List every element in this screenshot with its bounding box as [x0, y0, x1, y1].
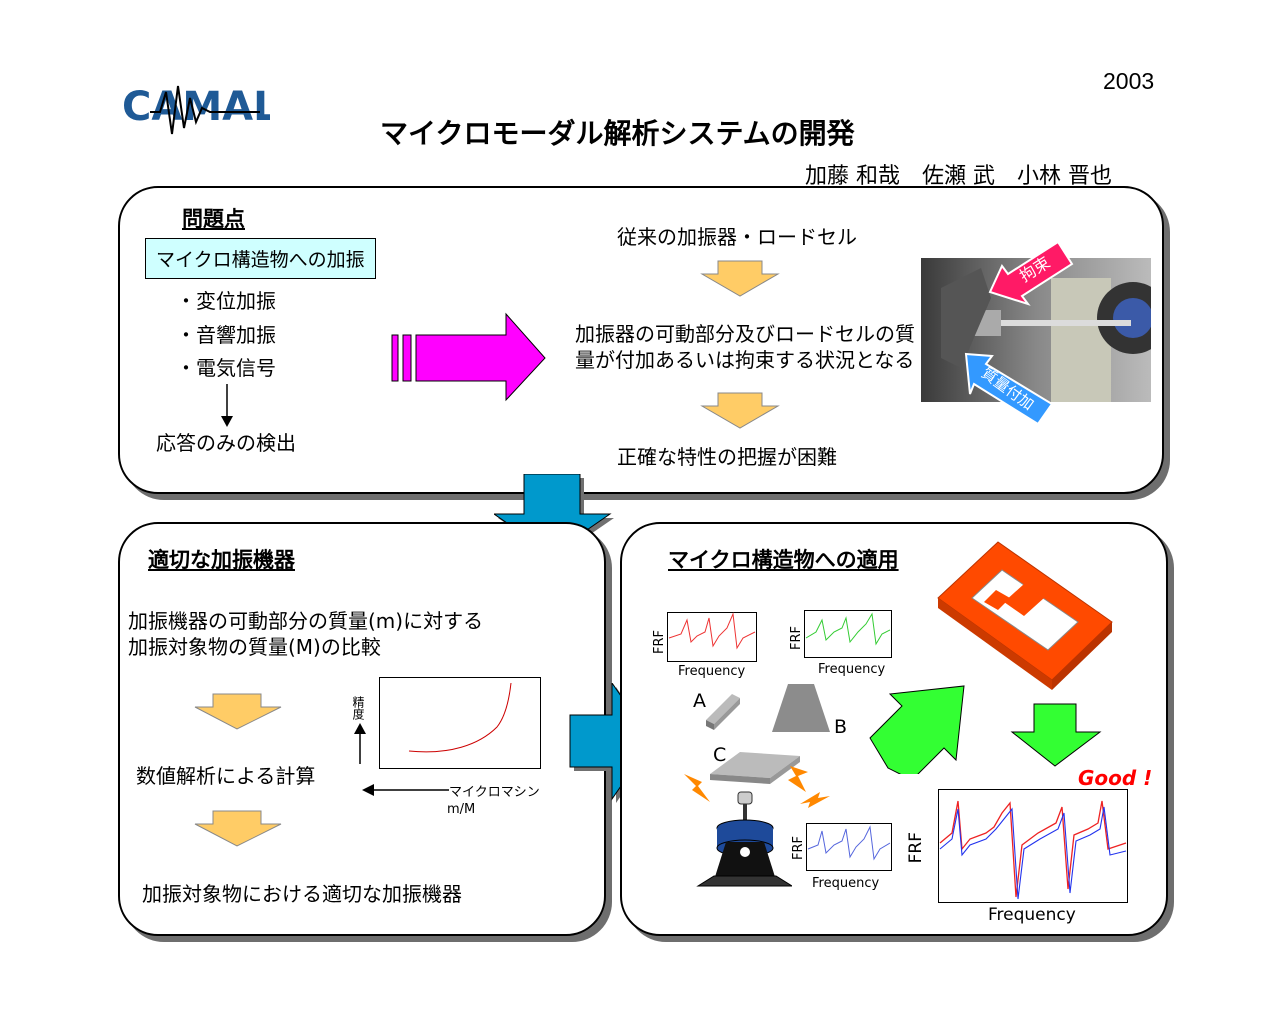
frf-b-xlabel: Frequency	[818, 662, 886, 677]
flow-top: 従来の加振器・ロードセル	[617, 225, 857, 249]
graph-xlabel: マイクロマシン	[449, 785, 540, 800]
frf-plot-b	[804, 610, 892, 662]
micro-excitation-box: マイクロ構造物への加振	[145, 238, 376, 279]
frf-main-xlabel: Frequency	[988, 905, 1076, 925]
frf-a-ylabel: FRF	[652, 630, 667, 654]
item-acoustic: ・音響加振	[176, 323, 276, 347]
problem-heading: 問題点	[182, 207, 245, 231]
item-displacement: ・変位加振	[176, 289, 276, 313]
frf-plot-a	[667, 612, 757, 666]
response-only: 応答のみの検出	[156, 431, 296, 455]
specimen-b	[770, 682, 834, 738]
lightning-icons	[680, 762, 830, 816]
mass-arrow	[962, 350, 1058, 434]
micro-frame-specimen	[930, 540, 1120, 694]
exciter-result: 加振対象物における適切な加振機器	[142, 882, 462, 906]
calc-label: 数値解析による計算	[136, 764, 316, 788]
item-electric: ・電気信号	[176, 356, 276, 380]
shaker-icon	[696, 790, 794, 894]
good-label: Good !	[1078, 766, 1153, 790]
authors: 加藤 和哉 佐瀬 武 小林 晋也	[805, 164, 1112, 189]
green-up-arrow	[868, 682, 966, 781]
page-title: マイクロモーダル解析システムの開発	[380, 117, 855, 150]
specimen-c	[706, 748, 802, 796]
magenta-arrow	[390, 312, 550, 406]
label-b: B	[834, 716, 848, 738]
frf-plot-main	[938, 789, 1128, 907]
flow-bottom: 正確な特性の把握が困難	[617, 445, 837, 469]
camal-logo: CAMAL	[120, 78, 279, 140]
application-heading: マイクロ構造物への適用	[668, 548, 899, 572]
year-label: 2003	[1103, 68, 1155, 94]
down-arrow-small	[220, 384, 234, 432]
label-c: C	[713, 744, 727, 766]
exciter-heading: 適切な加振機器	[148, 548, 295, 572]
frf-plot-c	[806, 823, 892, 875]
graph-xunit: m/M	[447, 802, 476, 817]
frf-a-xlabel: Frequency	[678, 664, 746, 679]
flow-middle: 加振器の可動部分及びロードセルの質量が付加あるいは拘束する状況となる	[575, 322, 915, 372]
label-a: A	[693, 690, 706, 712]
logo-text: CAMAL	[122, 84, 270, 130]
restraint-arrow	[986, 238, 1078, 312]
frf-c-ylabel: FRF	[791, 836, 806, 860]
accuracy-up-arrow	[353, 722, 367, 770]
orange-arrow-2	[700, 392, 780, 434]
problem-panel	[118, 186, 1164, 494]
orange-arrow-3	[193, 693, 283, 735]
orange-arrow-4	[193, 810, 283, 852]
orange-arrow-1	[700, 260, 780, 302]
green-down-arrow	[1010, 702, 1102, 772]
graph-left-arrow	[361, 782, 451, 801]
graph-ylabel: 精度	[351, 696, 365, 720]
exciter-desc: 加振機器の可動部分の質量(m)に対する加振対象物の質量(M)の比較	[128, 609, 484, 659]
specimen-a	[702, 690, 746, 734]
frf-main-ylabel: FRF	[906, 832, 926, 864]
frf-c-xlabel: Frequency	[812, 876, 880, 891]
frf-b-ylabel: FRF	[789, 626, 804, 650]
accuracy-graph	[379, 677, 541, 773]
